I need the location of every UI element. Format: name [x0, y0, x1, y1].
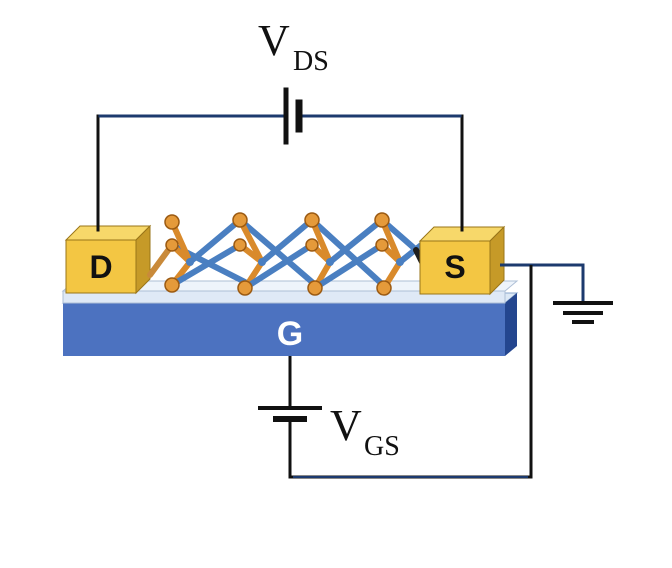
dielectric-front [62, 290, 506, 304]
vds-wire-drain [96, 114, 285, 232]
vds-circuit [96, 87, 464, 232]
vgs-label: V GS [330, 401, 400, 462]
drain-label: D [89, 249, 112, 285]
source-ground-wire [500, 263, 585, 302]
gate-right-face [505, 293, 517, 356]
source-electrode: S [418, 225, 506, 296]
vds-label: V DS [258, 16, 329, 77]
ground-circuit [500, 263, 613, 324]
lattice-bonds [147, 217, 433, 291]
vgs-circuit [258, 265, 533, 479]
vds-label-sub: DS [293, 46, 329, 77]
drain-front-face [65, 239, 137, 294]
source-front-face [419, 240, 491, 295]
lattice-atoms [164, 212, 392, 296]
drain-electrode: D [64, 224, 152, 295]
vgs-label-main: V [330, 401, 362, 450]
vds-label-main: V [258, 16, 290, 65]
gate-label: G [277, 315, 303, 353]
source-label: S [444, 249, 465, 285]
lattice-mo-atoms [186, 258, 404, 266]
gate-front-face [63, 303, 505, 356]
vgs-label-sub: GS [364, 431, 400, 462]
